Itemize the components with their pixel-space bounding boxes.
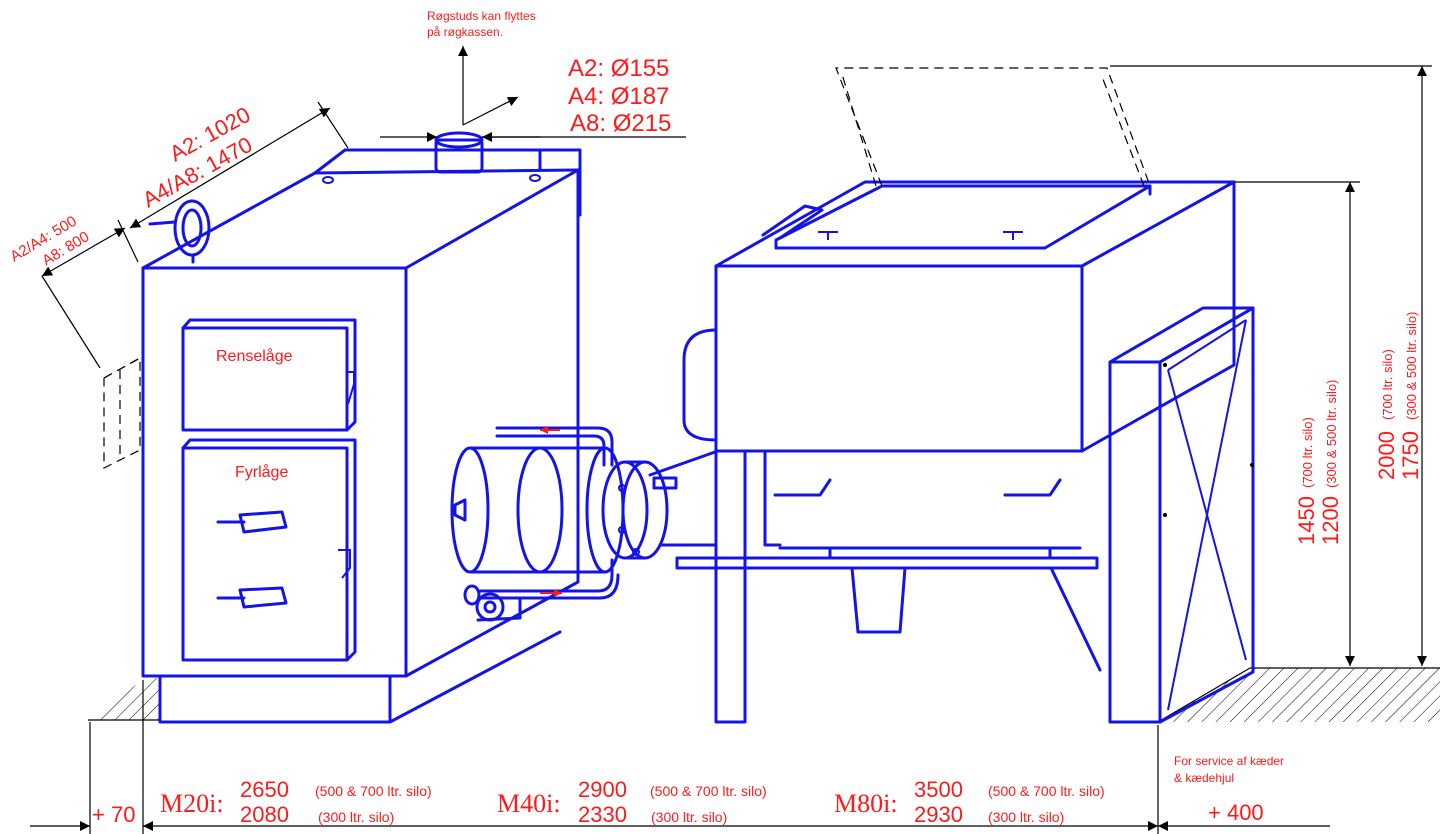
door-clean-label: Renselåge — [216, 347, 293, 365]
height-2000: 2000 — [1374, 431, 1399, 480]
chimney-note-line2: på røgkassen. — [427, 25, 503, 39]
m40-label: M40i: — [497, 789, 561, 818]
height-1450: 1450 — [1294, 496, 1319, 545]
m80-label: M80i: — [834, 789, 898, 818]
height-1750: 1750 — [1398, 431, 1423, 480]
m40-note-b: (300 ltr. silo) — [651, 809, 727, 825]
chimney-note-line1: Røgstuds kan flyttes — [427, 9, 536, 23]
m80-value-a: 3500 — [914, 777, 963, 802]
chimney-dia-a2: A2: Ø155 — [568, 55, 669, 82]
m80-note-a: (500 & 700 ltr. silo) — [988, 783, 1105, 799]
service-labels: For service af kæder & kædehjul + 400 — [1174, 754, 1284, 825]
m40-value-a: 2900 — [578, 777, 627, 802]
length-labels: + 70 M20i: 2650 (500 & 700 ltr. silo) 20… — [92, 777, 1105, 827]
service-note-line2: & kædehjul — [1174, 771, 1234, 785]
height-1750-note: (300 & 500 ltr. silo) — [1404, 312, 1419, 420]
height-1200: 1200 — [1318, 496, 1343, 545]
m20-note-b: (300 ltr. silo) — [318, 809, 394, 825]
service-value: + 400 — [1208, 800, 1264, 825]
m20-value-a: 2650 — [240, 777, 289, 802]
height-labels: 1450 (700 ltr. silo) 1200 (300 & 500 ltr… — [1294, 312, 1423, 545]
height-1450-note: (700 ltr. silo) — [1300, 417, 1315, 488]
m20-value-b: 2080 — [240, 802, 289, 827]
burner — [450, 426, 717, 622]
height-1200-note: (300 & 500 ltr. silo) — [1324, 380, 1339, 488]
m80-note-b: (300 ltr. silo) — [988, 809, 1064, 825]
service-note-line1: For service af kæder — [1174, 754, 1284, 768]
m80-value-b: 2930 — [914, 802, 963, 827]
m40-value-b: 2330 — [578, 802, 627, 827]
offset-70: + 70 — [92, 802, 135, 827]
chimney-dia-a4: A4: Ø187 — [568, 83, 669, 110]
height-2000-note: (700 ltr. silo) — [1380, 349, 1395, 420]
chimney-labels: Røgstuds kan flyttes på røgkassen. A2: Ø… — [427, 9, 671, 137]
door-fire-label: Fyrlåge — [235, 463, 288, 481]
dimension-lines — [30, 46, 1432, 834]
m20-note-a: (500 & 700 ltr. silo) — [315, 783, 432, 799]
m40-note-a: (500 & 700 ltr. silo) — [650, 783, 767, 799]
silo — [675, 67, 1255, 724]
boiler-labels: A2: 1020 A4/A8: 1470 A2/A4: 500 A8: 800 … — [7, 102, 292, 481]
chimney-dia-a8: A8: Ø215 — [570, 110, 671, 137]
m20-label: M20i: — [160, 789, 224, 818]
